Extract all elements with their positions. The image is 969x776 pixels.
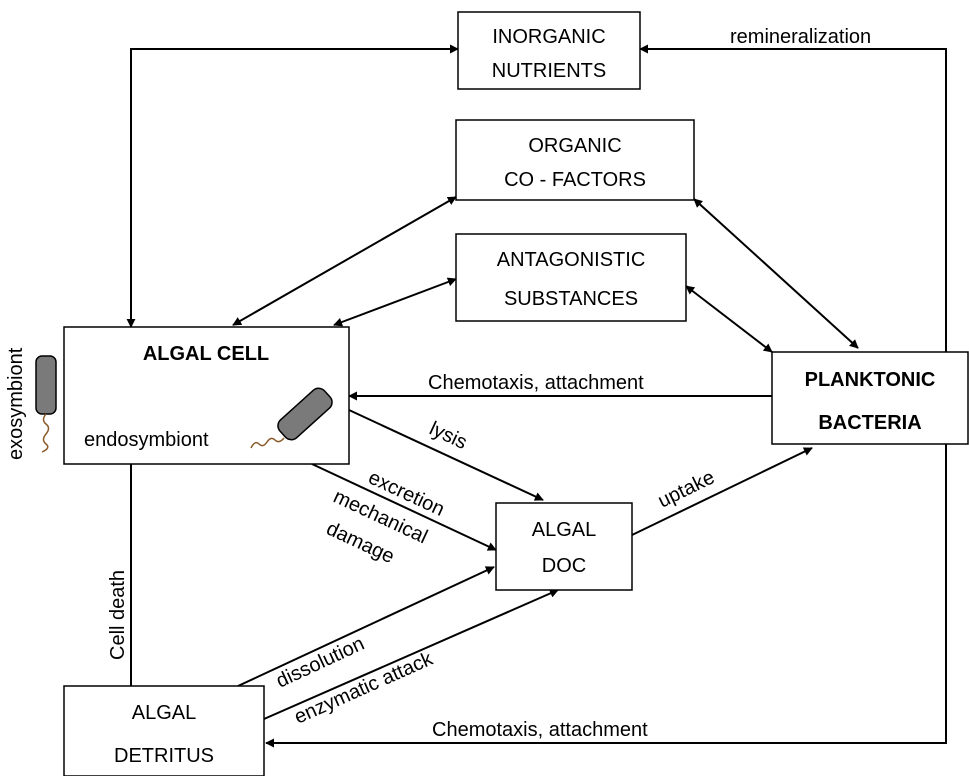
antagonistic-line2: SUBSTANCES — [504, 288, 638, 310]
planktonic-line2: BACTERIA — [818, 412, 921, 434]
arrow-antagonistic-bacteria — [685, 285, 773, 353]
antagonistic-line1: ANTAGONISTIC — [497, 249, 646, 271]
algal-doc-box: ALGAL DOC — [495, 502, 633, 591]
connectors — [126, 44, 947, 748]
arrow-excretion — [311, 463, 497, 551]
organic-cofactors-box: ORGANIC CO - FACTORS — [455, 119, 695, 201]
inorganic-line1: INORGANIC — [492, 26, 605, 48]
arrow-nutrients-algal-cell — [126, 44, 459, 328]
organic-line2: CO - FACTORS — [504, 169, 646, 191]
algal-detritus-line1: ALGAL — [132, 702, 196, 724]
uptake-label: uptake — [655, 466, 719, 512]
inorganic-nutrients-box: INORGANIC NUTRIENTS — [457, 11, 641, 90]
inorganic-line2: NUTRIENTS — [492, 60, 606, 82]
arrow-cofactors-algal-cell — [232, 196, 457, 326]
remineralization-label: remineralization — [730, 26, 871, 48]
arrow-uptake — [631, 447, 813, 536]
arrow-cofactors-bacteria — [693, 198, 859, 349]
arrow-dissolution — [237, 566, 495, 687]
exosymbiont-label: exosymbiont — [5, 347, 27, 460]
planktonic-line1: PLANKTONIC — [805, 369, 936, 391]
algal-detritus-line2: DETRITUS — [114, 745, 214, 767]
exosymbiont-icon — [35, 355, 57, 453]
chemotaxis-top-label: Chemotaxis, attachment — [428, 372, 644, 394]
algal-cell-title: ALGAL CELL — [143, 343, 269, 365]
endosymbiont-label: endosymbiont — [84, 429, 209, 451]
chemotaxis-bottom-label: Chemotaxis, attachment — [432, 719, 648, 741]
arrow-chemotaxis-detritus — [265, 444, 947, 748]
cell-death-label: Cell death — [107, 570, 129, 660]
algal-detritus-box: ALGAL DETRITUS — [63, 685, 265, 776]
endosymbiont-icon — [250, 387, 333, 449]
algal-doc-line1: ALGAL — [532, 519, 596, 541]
arrow-antagonistic-algal-cell — [333, 277, 457, 327]
organic-line1: ORGANIC — [528, 135, 621, 157]
algal-doc-line2: DOC — [542, 555, 586, 577]
arrow-enzymatic-attack — [263, 589, 559, 720]
planktonic-bacteria-box: PLANKTONIC BACTERIA — [771, 351, 969, 445]
algal-cell-box: ALGAL CELL endosymbiont — [35, 326, 350, 465]
arrow-remineralization — [639, 44, 947, 352]
antagonistic-substances-box: ANTAGONISTIC SUBSTANCES — [455, 233, 687, 322]
arrow-lysis — [348, 409, 544, 501]
